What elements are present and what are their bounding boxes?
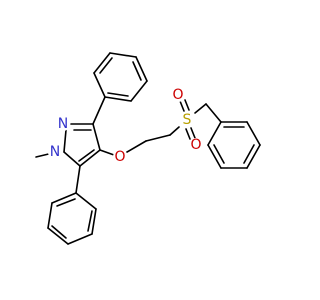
atom-n-top: N [58,116,68,132]
ph1-b4 [135,56,148,82]
bond-c4-c5 [79,149,101,167]
atom-o-ether: O [114,149,125,165]
bonds [35,52,261,245]
molecule-diagram: N N O S O O [35,52,261,245]
ph1-b3 [109,52,137,58]
bond-o-ch2a [126,140,147,153]
ph3-d2 [243,144,255,164]
ph1-b2 [93,52,111,74]
ph2-b3 [67,233,93,245]
ph2-d1 [87,210,93,232]
ph2-b4 [47,227,69,245]
ph3-b6 [207,121,222,146]
bond-c3-c4 [92,123,101,151]
atom-o-sulfonyl-top: O [172,87,183,103]
atom-labels: N N O S O O [48,87,203,165]
bond-ch2a-ch2b [145,134,171,142]
bond-c5-n2 [63,151,81,167]
ph3-b2 [246,121,261,146]
ph3-b3 [246,144,261,169]
ph3-d3 [213,144,225,164]
bond-s-o-top [179,100,185,112]
bond-c4-o [99,149,115,156]
ph2-b2 [91,208,97,235]
ph1-d3 [107,92,129,97]
bond-s-ch2 [194,103,207,114]
atom-n-methyl: N [50,144,60,160]
bond-s-o-top-double [184,99,190,111]
ph2-d3 [56,198,76,207]
bond-ch2-phenyl [205,103,222,123]
ph2-b6 [51,192,77,204]
ph3-b5 [207,144,222,169]
bond-s-o-bottom [190,127,196,139]
ph1-b1 [93,72,106,98]
ph1-b6 [104,96,132,102]
bond-c3-phenyl-top [92,96,106,125]
ph2-b5 [47,202,53,229]
ph1-d1 [99,57,113,74]
bond-s-o-bottom-double [185,128,191,140]
atom-sulfur: S [183,112,192,128]
ph1-d2 [132,61,142,81]
bond-ch2b-s [169,126,180,136]
atom-o-sulfonyl-bottom: O [190,137,201,153]
ph1-b5 [130,80,148,102]
bond-n2-n1 [63,129,67,153]
bond-c5-phenyl-bottom [75,165,81,194]
ph2-b1 [75,192,97,210]
bond-c4-c5-double [78,149,95,162]
ph2-d2 [51,225,67,239]
